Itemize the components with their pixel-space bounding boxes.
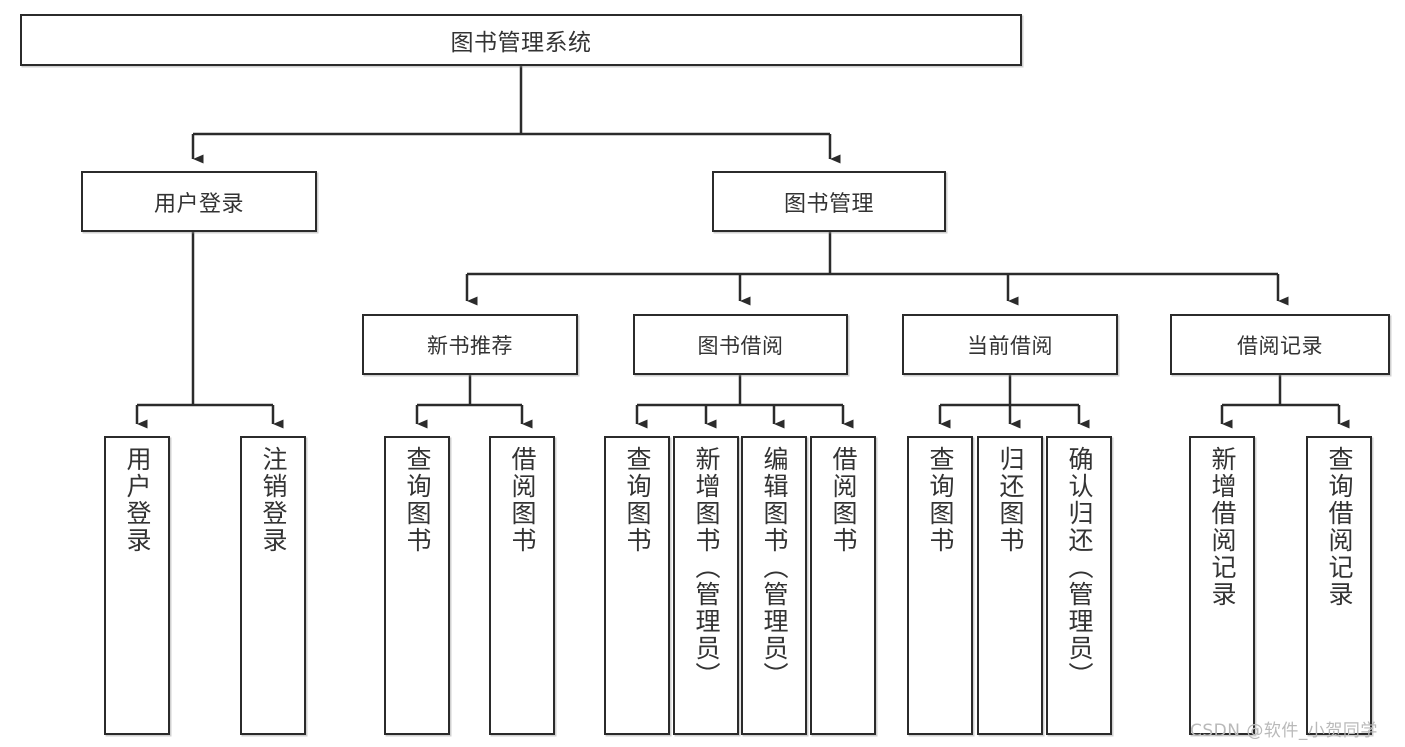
node-current-borrow-label: 当前借阅 [967, 333, 1053, 358]
node-leaf-user-login[interactable]: 用户登录 [104, 436, 170, 735]
node-leaf-confirm-return-label: 确认归还（管理员） [1065, 446, 1094, 689]
node-leaf-return-book-label: 归还图书 [996, 446, 1025, 554]
node-new-book-recommend-label: 新书推荐 [427, 333, 513, 358]
node-borrow-record[interactable]: 借阅记录 [1170, 314, 1390, 375]
node-book-management[interactable]: 图书管理 [712, 171, 946, 232]
node-current-borrow[interactable]: 当前借阅 [902, 314, 1118, 375]
csdn-watermark: CSDN @软件_小贺同学 [1190, 721, 1378, 741]
node-leaf-query-record[interactable]: 查询借阅记录 [1306, 436, 1372, 735]
node-leaf-borrow-book-2-label: 借阅图书 [829, 446, 858, 554]
node-leaf-borrow-book-2[interactable]: 借阅图书 [810, 436, 876, 735]
node-leaf-add-record[interactable]: 新增借阅记录 [1189, 436, 1255, 735]
node-leaf-edit-book-label: 编辑图书（管理员） [760, 446, 789, 689]
node-borrow-record-label: 借阅记录 [1237, 333, 1323, 358]
node-leaf-query-book-3[interactable]: 查询图书 [907, 436, 973, 735]
node-leaf-return-book[interactable]: 归还图书 [977, 436, 1043, 735]
node-leaf-query-record-label: 查询借阅记录 [1325, 446, 1354, 608]
node-new-book-recommend[interactable]: 新书推荐 [362, 314, 578, 375]
node-leaf-logout-login-label: 注销登录 [259, 446, 288, 554]
node-leaf-query-book-3-label: 查询图书 [926, 446, 955, 554]
node-leaf-edit-book[interactable]: 编辑图书（管理员） [741, 436, 807, 735]
node-leaf-add-record-label: 新增借阅记录 [1208, 446, 1237, 608]
node-leaf-borrow-book-1-label: 借阅图书 [508, 446, 537, 554]
node-leaf-add-book-label: 新增图书（管理员） [692, 446, 721, 689]
node-book-borrow-label: 图书借阅 [697, 333, 784, 358]
node-leaf-query-book-1-label: 查询图书 [403, 446, 432, 554]
node-root-label: 图书管理系统 [450, 30, 592, 56]
node-leaf-query-book-2-label: 查询图书 [623, 446, 652, 554]
node-leaf-query-book-2[interactable]: 查询图书 [604, 436, 670, 735]
node-root[interactable]: 图书管理系统 [20, 14, 1022, 66]
node-leaf-user-login-label: 用户登录 [123, 446, 152, 554]
node-user-login[interactable]: 用户登录 [81, 171, 317, 232]
node-book-management-label: 图书管理 [783, 191, 874, 217]
node-user-login-label: 用户登录 [153, 191, 244, 217]
node-leaf-add-book[interactable]: 新增图书（管理员） [673, 436, 739, 735]
node-leaf-confirm-return[interactable]: 确认归还（管理员） [1046, 436, 1112, 735]
node-leaf-logout-login[interactable]: 注销登录 [240, 436, 306, 735]
node-leaf-borrow-book-1[interactable]: 借阅图书 [489, 436, 555, 735]
node-book-borrow[interactable]: 图书借阅 [633, 314, 848, 375]
node-leaf-query-book-1[interactable]: 查询图书 [384, 436, 450, 735]
